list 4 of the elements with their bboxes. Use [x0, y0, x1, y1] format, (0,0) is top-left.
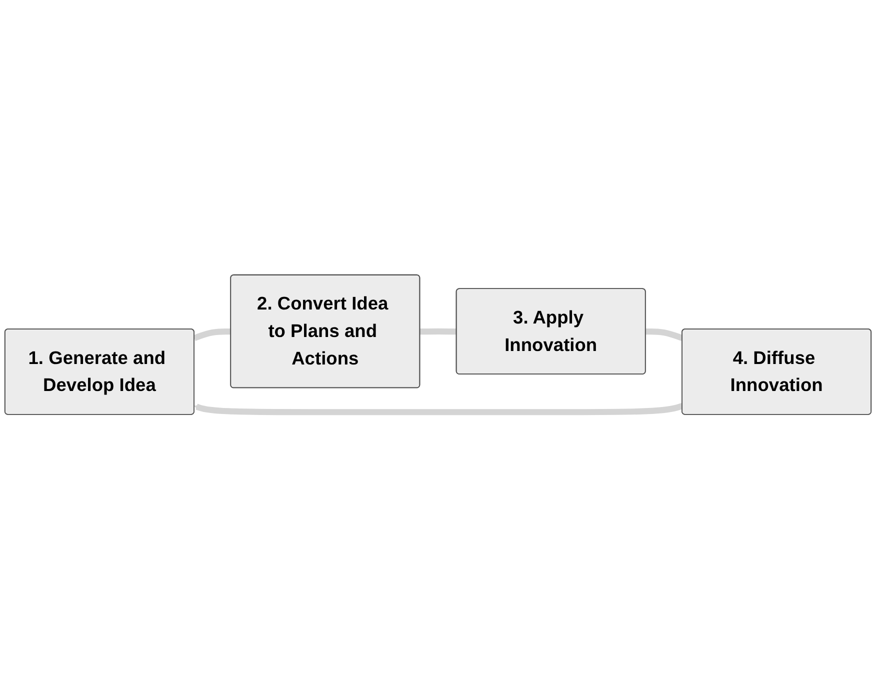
connector	[420, 328, 457, 335]
arrow	[194, 403, 684, 416]
connector	[646, 328, 684, 342]
connector	[193, 328, 231, 342]
